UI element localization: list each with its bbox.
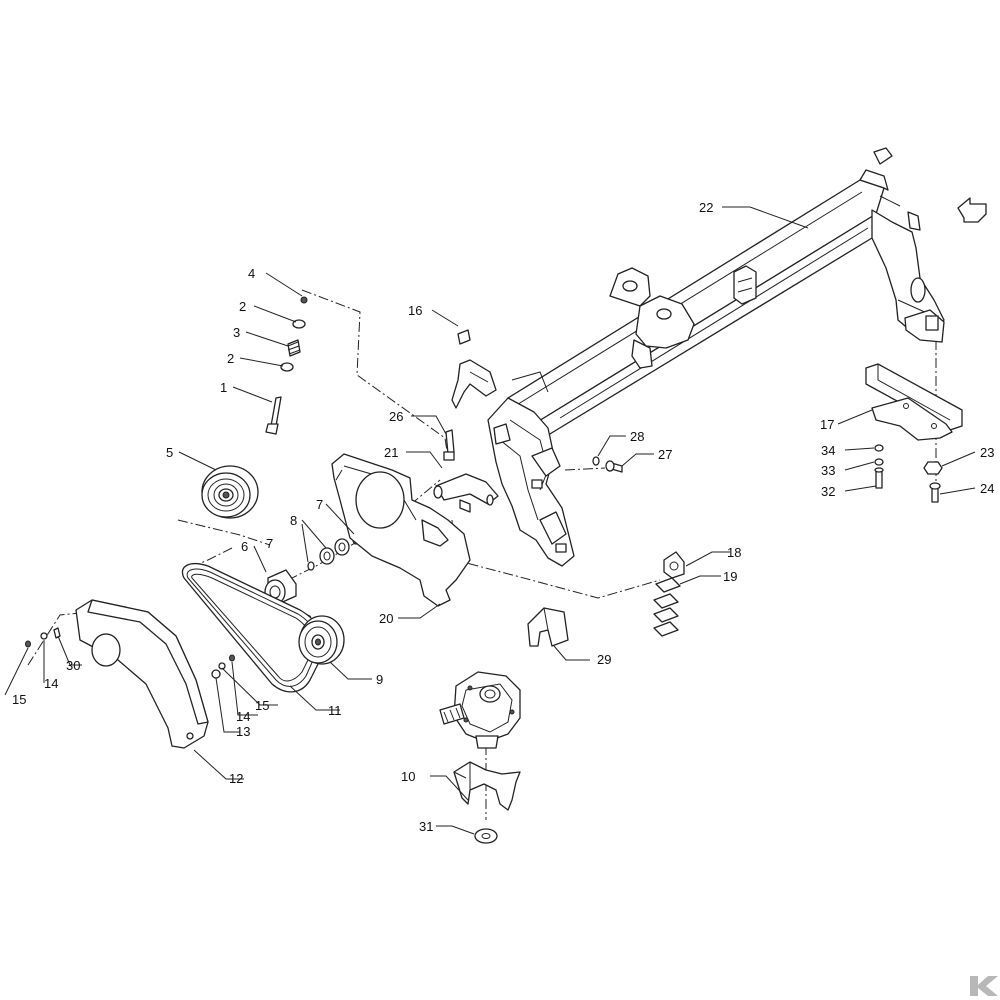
callout-14: 14 [44, 676, 58, 691]
callout-20: 20 [379, 611, 393, 626]
part-12-belt-cover [75, 599, 209, 749]
part-18-19-brackets [653, 551, 685, 637]
part-23-24-nut-bolt [923, 461, 943, 503]
part-32-33-34-fasteners [874, 444, 884, 489]
callout-9: 9 [376, 672, 383, 687]
part-22-main-frame [487, 147, 945, 567]
callout-2: 2 [227, 351, 234, 366]
callout-30: 30 [66, 658, 80, 673]
callout-4: 4 [248, 266, 255, 281]
callout-13: 13 [236, 724, 250, 739]
callout-labels: 4 2 3 2 1 16 22 26 21 28 27 5 7 8 6 7 17… [12, 200, 994, 834]
leader-lines [4, 206, 976, 835]
k-logo-icon [960, 966, 1000, 1000]
part-10-cradle [453, 761, 521, 811]
part-29-clamp [527, 607, 569, 647]
callout-32: 32 [821, 484, 835, 499]
callout-10: 10 [401, 769, 415, 784]
callout-7: 7 [316, 497, 323, 512]
callout-11: 11 [328, 703, 342, 718]
callout-16: 16 [408, 303, 422, 318]
callout-29: 29 [597, 652, 611, 667]
gearbox [439, 671, 521, 749]
callout-23: 23 [980, 445, 994, 460]
arrow-icon [957, 197, 987, 223]
callout-15: 15 [255, 698, 269, 713]
callout-3: 3 [233, 325, 240, 340]
callout-5: 5 [166, 445, 173, 460]
part-31-washer [474, 828, 498, 844]
callout-26: 26 [389, 409, 403, 424]
part-13-14-15-30-fasteners [25, 627, 235, 679]
callout-8: 8 [290, 513, 297, 528]
callout-28: 28 [630, 429, 644, 444]
callout-7: 7 [266, 536, 273, 551]
callout-2: 2 [239, 299, 246, 314]
part-9-pulley [298, 615, 345, 665]
callout-17: 17 [820, 417, 834, 432]
part-26-clip [443, 429, 455, 461]
part-1-4-spring-assembly [265, 296, 308, 435]
callout-1: 1 [220, 380, 227, 395]
part-17-support [865, 363, 963, 441]
part-21-arm [433, 473, 499, 513]
callout-6: 6 [241, 539, 248, 554]
callout-27: 27 [658, 447, 672, 462]
callout-15: 15 [12, 692, 26, 707]
callout-33: 33 [821, 463, 835, 478]
callout-21: 21 [384, 445, 398, 460]
part-5-pulley [201, 465, 259, 519]
callout-18: 18 [727, 545, 741, 560]
callout-14: 14 [236, 709, 250, 724]
callout-34: 34 [821, 443, 835, 458]
callout-24: 24 [980, 481, 994, 496]
part-27-28-bolt [592, 456, 623, 473]
callout-22: 22 [699, 200, 713, 215]
callout-31: 31 [419, 819, 433, 834]
part-20-guard-plate [331, 453, 471, 607]
callout-12: 12 [229, 771, 243, 786]
part-16-bracket [451, 329, 497, 409]
part-7-8-bearings [307, 535, 360, 571]
callout-19: 19 [723, 569, 737, 584]
